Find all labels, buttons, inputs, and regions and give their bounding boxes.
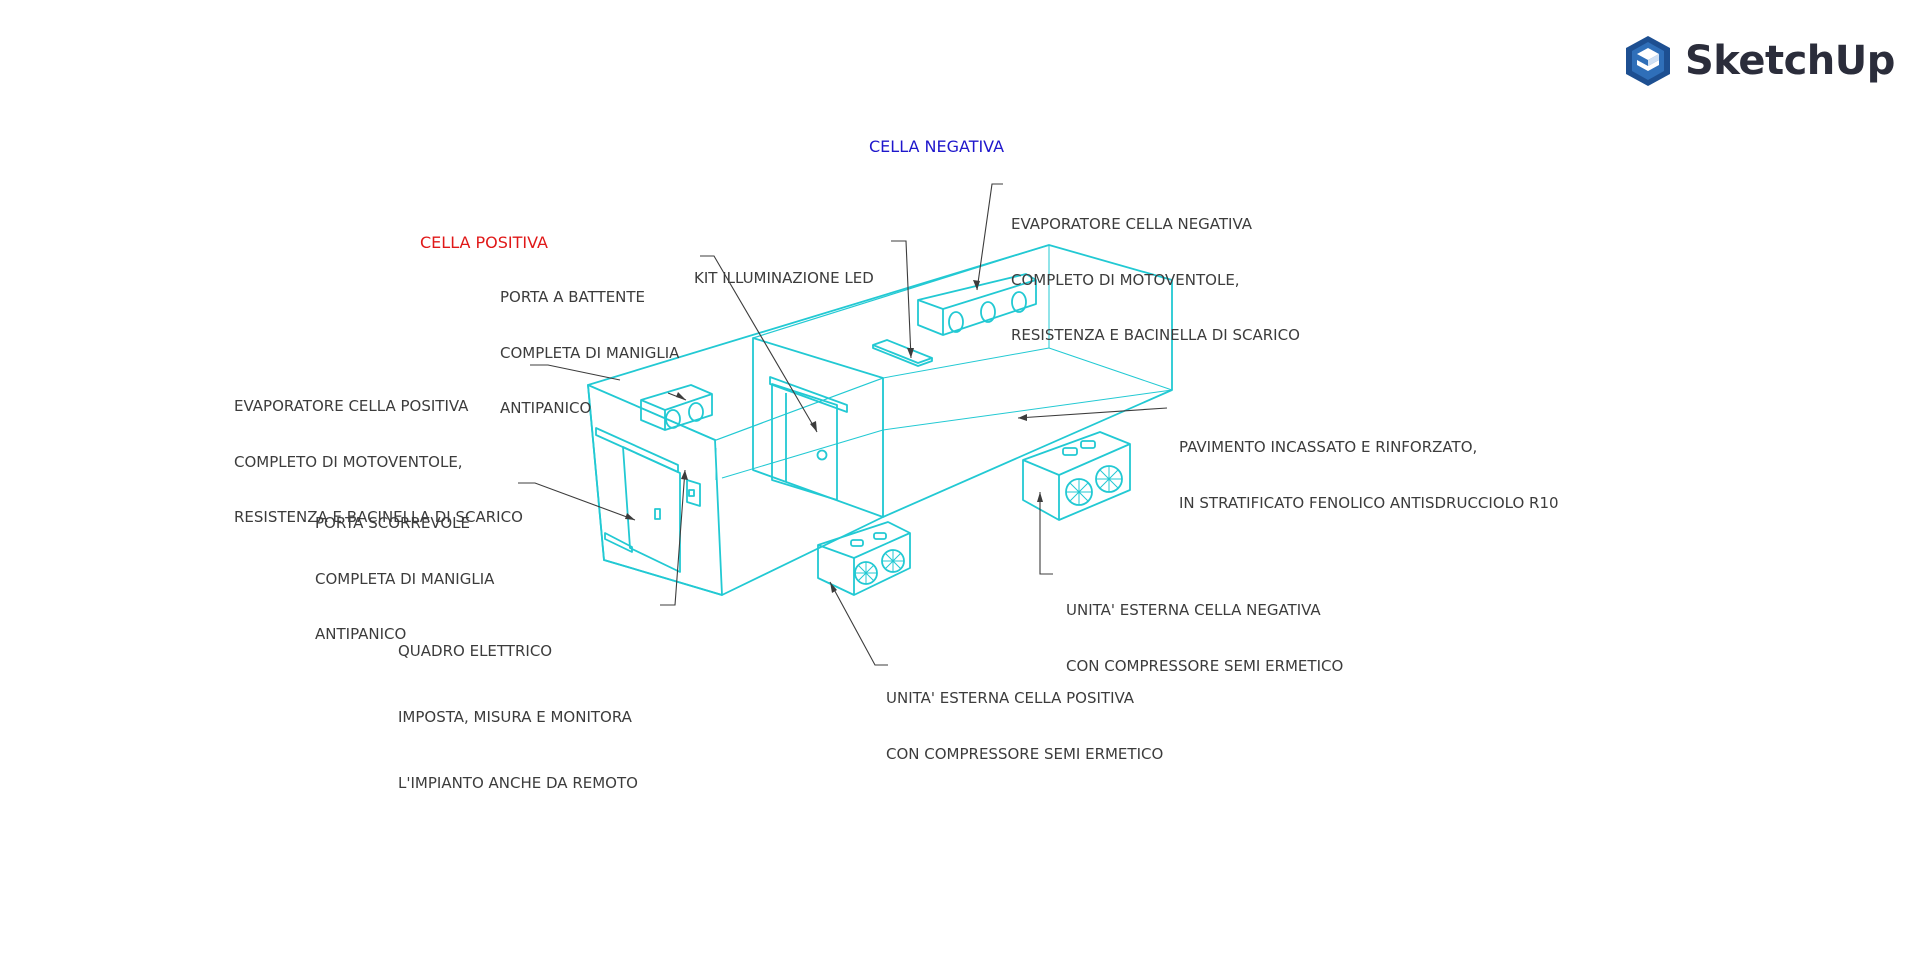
callout-evaporator-positive: EVAPORATORE CELLA POSITIVA COMPLETO DI M… — [234, 397, 523, 526]
hinged-door — [769, 376, 848, 501]
sketchup-cube-icon — [1626, 36, 1670, 86]
evaporator-negative — [917, 273, 1037, 336]
callout-outdoor-negative: UNITA' ESTERNA CELLA NEGATIVA CON COMPRE… — [1066, 601, 1344, 675]
callout-hinged-door: PORTA A BATTENTE COMPLETA DI MANIGLIA AN… — [500, 288, 680, 417]
leader-arrowheads — [625, 280, 1043, 593]
callout-floor: PAVIMENTO INCASSATO E RINFORZATO, IN STR… — [1179, 438, 1559, 512]
sliding-door — [595, 427, 681, 573]
cold-room-model — [587, 244, 1173, 596]
callout-control-panel: QUADRO ELETTRICO IMPOSTA, MISURA E MONIT… — [398, 642, 638, 792]
section-label-positive: CELLA POSITIVA — [420, 233, 548, 252]
outdoor-unit-negative — [1022, 431, 1131, 521]
sketchup-logo: SketchUp — [1623, 34, 1895, 88]
callout-sliding-door: PORTA SCORREVOLE COMPLETA DI MANIGLIA AN… — [315, 514, 495, 643]
leader-lines — [518, 183, 1168, 666]
evaporator-positive — [640, 384, 713, 431]
brand-name: SketchUp — [1685, 38, 1895, 84]
control-panel — [686, 479, 701, 507]
section-label-negative: CELLA NEGATIVA — [869, 137, 1005, 156]
led-light-bar — [872, 339, 933, 367]
callout-evaporator-negative: EVAPORATORE CELLA NEGATIVA COMPLETO DI M… — [1011, 215, 1300, 344]
callout-outdoor-positive: UNITA' ESTERNA CELLA POSITIVA CON COMPRE… — [886, 689, 1164, 763]
callout-led-kit: KIT ILLUMINAZIONE LED — [694, 269, 874, 287]
outdoor-unit-positive — [817, 521, 911, 596]
